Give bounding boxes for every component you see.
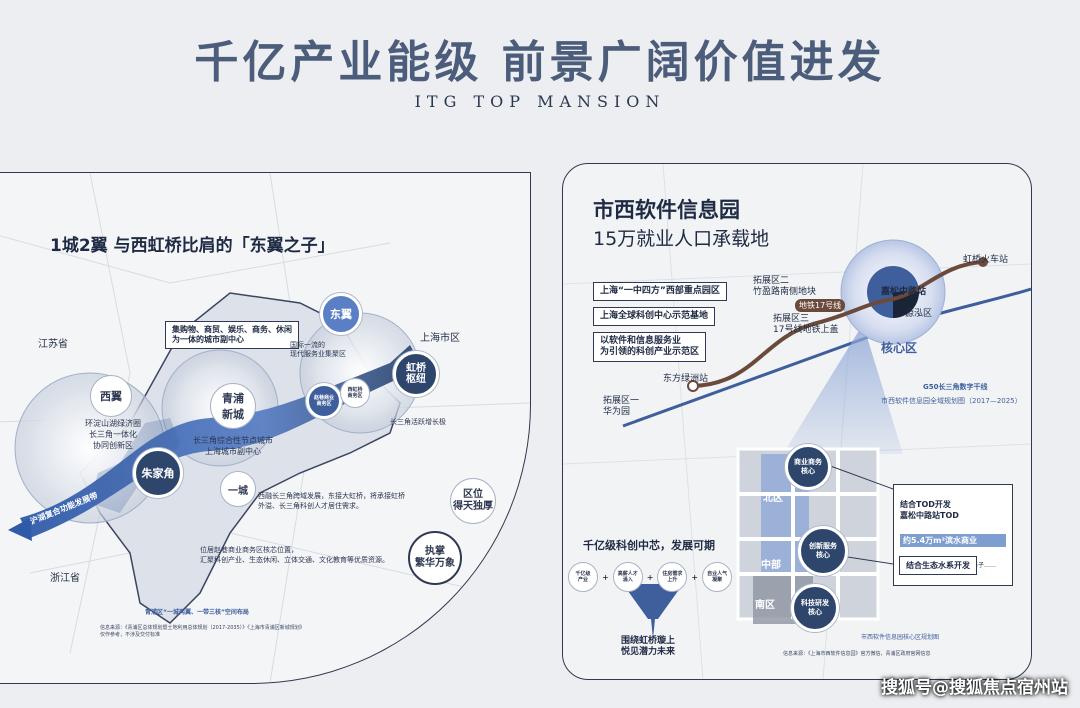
right-subheading: 15万就业人口承载地: [593, 228, 770, 250]
label-core: 核心区: [881, 341, 918, 355]
node-qingpu: 青浦 新城: [210, 383, 256, 429]
label-funnel: 围绕虹桥璇上 悦见潜力未来: [621, 636, 676, 657]
chain-row: 千亿级 产业 + 高薪人才 涌入 + 住房需求 上升 + 自业人气 凝聚: [568, 562, 733, 592]
node-shangye: 商业商务 核心: [785, 444, 831, 490]
label-dongfang: 东方绿洲站: [663, 374, 709, 384]
note-zengzhang: 长三角活跃增长极: [390, 418, 446, 426]
label-g50: G50长三角数字干线: [923, 383, 988, 391]
left-heading: 1城2翼 与西虹桥比肩的「东翼之子」: [50, 236, 335, 256]
node-quwei: 区位 得天独厚: [450, 478, 496, 524]
note-jigou: 集购物、商贸、娱乐、商务、休闲 为一体的城市副中心: [165, 321, 299, 349]
node-zhizhang: 执掌 繁华万象: [408, 531, 462, 585]
tag-zhongsi: 上海“一中四方”西部重点园区: [593, 282, 727, 301]
node-yicheng: 一城: [220, 471, 256, 507]
label-qianyi: 千亿级科创中芯，发展可期: [583, 539, 715, 552]
watermark: 搜狐号@搜狐焦点宿州站: [881, 678, 1068, 698]
plus-icon: +: [602, 572, 609, 582]
tag-kechuang: 上海全球科创中心示范基地: [593, 307, 716, 326]
plus-icon: +: [691, 572, 699, 582]
note-xirong: 西融长三角跨域发展，东接大虹桥，将承接虹桥 外溢、长三角科创人才居住需求。: [258, 492, 405, 510]
note-guoji: 国际一流的 现代服务业集聚区: [290, 341, 346, 358]
note-weiju: 位居赵巷商业商务区核芯位置， 汇聚科创产业、生态休闲、立体交通、文化教育等优质资…: [200, 546, 389, 564]
node-zhaoxiang: 赵巷商业 商务区: [306, 383, 342, 419]
node-xiyi: 西翼: [90, 375, 132, 417]
chain-3: 住房需求 上升: [657, 562, 688, 592]
note-changsanjiao: 长三角综合性节点城市 上海城市副中心: [193, 436, 273, 456]
box-ecology: 结合生态水系开发: [899, 556, 977, 575]
chain-2: 高薪人才 涌入: [612, 562, 643, 592]
left-panel: 江苏省 浙江省 上海市区 1城2翼 与西虹桥比肩的「东翼之子」 西翼 环淀山湖绿…: [0, 172, 531, 684]
tod-title: 结合TOD开发 嘉松中路站TOD: [900, 500, 959, 520]
label-yuanqu: 源泓区: [905, 309, 933, 319]
label-jiasong: 嘉松中路站: [881, 287, 927, 297]
note-footer: 青浦区“一城两翼、一带三核”空间布局: [145, 609, 249, 616]
page-subtitle: ITG TOP MANSION: [414, 92, 666, 111]
node-keji: 科技研发 核心: [791, 584, 839, 632]
label-ext3: 拓展区三 17号线地铁上盖: [773, 314, 839, 335]
label-north: 北区: [763, 493, 783, 504]
chain-1: 千亿级 产业: [568, 562, 598, 592]
node-chuangxin: 创新服务 核心: [798, 526, 848, 576]
tag-ruanjian: 以软件和信息服务业 为引领的科创产业示范区: [593, 332, 707, 362]
label-ext1: 拓展区一 华为园: [603, 396, 640, 417]
region-jiangsu: 江苏省: [38, 339, 68, 350]
node-dongyi: 东翼: [320, 293, 362, 335]
label-plan: 市西软件信息园全域规划图（2017—2025）: [881, 397, 1022, 405]
chain-4: 自业人气 凝聚: [702, 562, 733, 592]
note-huanlake: 环淀山湖绿济圈 长三角一体化 协同创新区: [85, 419, 141, 450]
plus-icon: +: [646, 572, 654, 582]
label-middle: 中部: [761, 560, 781, 571]
node-xihongqiao: 西虹桥 商务区: [340, 378, 370, 408]
label-plan2: 市西软件信息园核心区规划图: [861, 634, 940, 641]
label-south: 南区: [755, 600, 775, 611]
label-line17: 地铁17号线: [795, 299, 846, 312]
right-panel: 市西软件信息园 15万就业人口承载地 上海“一中四方”西部重点园区 上海全球科创…: [562, 163, 1032, 680]
label-source: 信息来源：《上海市西软件信息园》官方微信，青浦区政府官网信息: [783, 651, 931, 657]
label-ext2: 拓展区二 竹盈路南侧地块: [753, 276, 817, 297]
label-hongqiao-station: 虹桥火车站: [963, 255, 1009, 265]
region-zhejiang: 浙江省: [50, 573, 80, 584]
note-source: 信息来源：《青浦区总体规划暨土地利用总体规划（2017-2035）》《上海市青浦…: [100, 625, 305, 638]
region-shanghai: 上海市区: [420, 333, 460, 344]
page-title: 千亿产业能级 前景广阔价值进发: [194, 37, 886, 88]
tod-area: 约5.4万m²滨水商业: [900, 534, 1006, 547]
node-zhujiajiao: 朱家角: [133, 448, 183, 498]
right-heading: 市西软件信息园: [593, 198, 740, 222]
node-hongqiao: 虹桥 枢纽: [393, 351, 439, 397]
